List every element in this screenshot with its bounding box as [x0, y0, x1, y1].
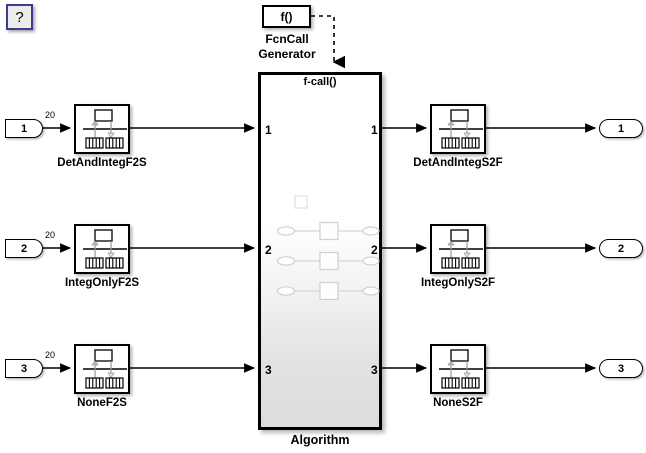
help-button[interactable]: ?: [6, 4, 33, 30]
signal-width-label-2: 20: [45, 230, 56, 240]
block-NoneF2S[interactable]: [74, 344, 130, 394]
algorithm-inport-num-3: 3: [265, 363, 272, 377]
block-label-NoneF2S: NoneF2S: [77, 397, 127, 409]
algorithm-outport-num-1: 1: [371, 123, 378, 137]
fcncall-generator-label-line2: Generator: [258, 47, 316, 61]
signal-width-label-3: 20: [45, 350, 56, 360]
algorithm-fcall-port-label: f-call(): [303, 76, 337, 88]
block-IntegOnlyS2F[interactable]: [430, 224, 486, 274]
inport-label-1: 1: [20, 122, 28, 135]
fcncall-generator-block[interactable]: f(): [262, 5, 311, 28]
algorithm-block-label: Algorithm: [290, 433, 350, 447]
block-label-IntegOnlyS2F: IntegOnlyS2F: [420, 277, 496, 289]
inport-block-3[interactable]: 3: [5, 359, 43, 378]
block-label-DetAndIntegF2S: DetAndIntegF2S: [57, 157, 147, 169]
outport-block-2[interactable]: 2: [599, 239, 643, 258]
algorithm-outport-num-3: 3: [371, 363, 378, 377]
block-DetAndIntegF2S[interactable]: [74, 104, 130, 154]
block-NoneS2F[interactable]: [430, 344, 486, 394]
block-label-NoneS2F: NoneS2F: [433, 397, 483, 409]
algorithm-subsystem-block[interactable]: [258, 72, 382, 430]
inport-block-2[interactable]: 2: [5, 239, 43, 258]
inport-block-1[interactable]: 1: [5, 119, 43, 138]
block-label-IntegOnlyF2S: IntegOnlyF2S: [64, 277, 140, 289]
outport-block-1[interactable]: 1: [599, 119, 643, 138]
inport-label-2: 2: [20, 242, 28, 255]
outport-label-2: 2: [617, 242, 625, 255]
block-DetAndIntegS2F[interactable]: [430, 104, 486, 154]
outport-label-1: 1: [617, 122, 625, 135]
algorithm-outport-num-2: 2: [371, 243, 378, 257]
fcncall-generator-icon-label: f(): [280, 9, 293, 24]
algorithm-inport-num-2: 2: [265, 243, 272, 257]
outport-block-3[interactable]: 3: [599, 359, 643, 378]
block-label-DetAndIntegS2F: DetAndIntegS2F: [413, 157, 503, 169]
block-IntegOnlyF2S[interactable]: [74, 224, 130, 274]
fcncall-generator-label: FcnCall Generator: [244, 32, 330, 62]
inport-label-3: 3: [20, 362, 28, 375]
algorithm-inport-num-1: 1: [265, 123, 272, 137]
signal-width-label-1: 20: [45, 110, 56, 120]
fcncall-generator-label-line1: FcnCall: [265, 32, 309, 46]
question-mark-icon: ?: [15, 8, 24, 26]
outport-label-3: 3: [617, 362, 625, 375]
